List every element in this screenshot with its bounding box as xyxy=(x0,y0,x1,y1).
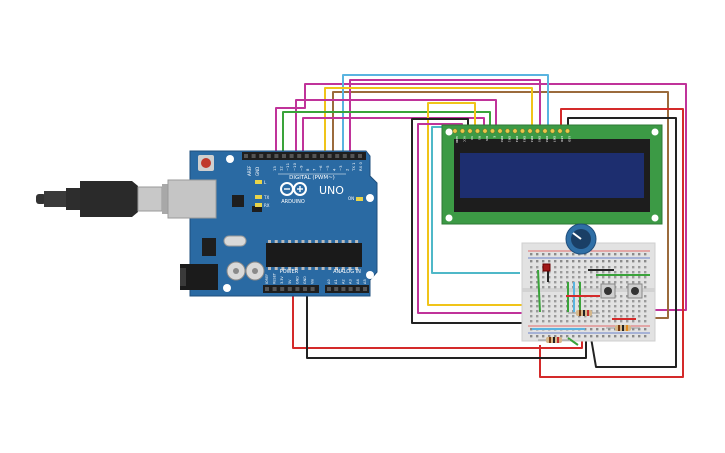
wire-black-gnd xyxy=(306,290,587,359)
digital-pin-label: RX 0 xyxy=(358,162,363,171)
analog-pin-label: A4 xyxy=(356,279,360,284)
wire-green xyxy=(282,111,491,158)
digital-pin-label: ~9 xyxy=(298,165,303,171)
lcd-pin-label: VCC xyxy=(463,136,467,142)
lcd-pin-label: DB3 xyxy=(523,136,527,142)
analog-pin-label: A2 xyxy=(341,279,345,284)
usb-cable xyxy=(36,181,168,217)
wire-magenta-mid xyxy=(295,99,497,158)
lcd-pin-label: DB4 xyxy=(530,136,534,142)
uno-label: UNO xyxy=(319,184,344,197)
resistor-1 xyxy=(568,310,600,316)
analog-header xyxy=(325,285,369,293)
wire-magenta-outer xyxy=(275,83,687,311)
power-label: POWER xyxy=(280,269,299,275)
digital-pin-label: ~10 xyxy=(292,162,297,171)
analog-pin-label: A5 xyxy=(363,279,367,284)
digital-pin-label: 4 xyxy=(331,168,336,171)
potentiometer-knob[interactable] xyxy=(565,223,597,255)
lcd-pin-label: RS xyxy=(478,136,482,140)
digital-pin-label: 7 xyxy=(312,168,317,171)
power-jack xyxy=(180,264,218,290)
wire-yellow-left xyxy=(427,102,540,306)
analog-pin-label: A0 xyxy=(327,279,331,284)
analog-pin-label: A3 xyxy=(349,279,353,284)
wire-red-right xyxy=(539,108,684,378)
analog-pin-label: A1 xyxy=(334,279,338,284)
wire-magenta-short xyxy=(302,117,485,158)
digital-pin-label: 2 xyxy=(345,168,350,171)
digital-pin-label: ~6 xyxy=(318,165,323,171)
arduino-logo-text: ARDUINO xyxy=(281,199,305,205)
power-pin-label: 3.3V xyxy=(280,276,284,284)
power-pin-label: Vin xyxy=(311,279,315,284)
lcd-pin-label: DB0 xyxy=(500,136,504,142)
l-label: L xyxy=(264,180,267,185)
digital-header xyxy=(242,152,366,160)
rx-label: RX xyxy=(264,203,270,208)
digital-pin-label: ~3 xyxy=(338,165,343,171)
digital-pin-label: TX 1 xyxy=(351,162,356,172)
power-pin-label: 5V xyxy=(288,279,292,284)
wire-yellow-top xyxy=(324,87,533,158)
lcd-pin-label: V0 xyxy=(470,136,474,140)
wire-black-right xyxy=(567,117,677,368)
lcd-pin-label: GND xyxy=(455,136,459,144)
wire-black-left xyxy=(411,118,530,324)
digital-label: DIGITAL (PWM~) xyxy=(289,175,335,181)
lcd-pin-label: RW xyxy=(485,136,489,141)
usb-port xyxy=(167,179,217,219)
lcd-pin-label: DB7 xyxy=(553,136,557,142)
lcd-pin-label: E xyxy=(493,136,497,138)
wire-blue-top xyxy=(342,74,549,158)
digital-pin-label: 8 xyxy=(305,168,310,171)
resistor-2 xyxy=(606,325,640,331)
push-button-2[interactable] xyxy=(627,283,643,299)
wire-red-5v xyxy=(292,290,583,349)
lcd-pin-label: LED xyxy=(568,136,572,143)
power-pin-label: IOREF xyxy=(265,274,269,284)
red-led xyxy=(542,263,551,272)
digital-pin-label: 13 xyxy=(272,166,277,171)
aref-label: AREF xyxy=(247,165,252,176)
lcd-pin-label: DB2 xyxy=(515,136,519,142)
lcd-pin-label: DB6 xyxy=(545,136,549,142)
resistor-3 xyxy=(538,337,570,343)
on-label: ON xyxy=(348,196,354,201)
arduino-logo-icon xyxy=(280,182,307,196)
lcd-pin-label: DB5 xyxy=(538,136,542,142)
analog-label: ANALOG IN xyxy=(333,269,361,275)
digital-pin-label: ~5 xyxy=(325,165,330,171)
power-pin-label: GND xyxy=(295,276,299,284)
lcd-pin-label: DB1 xyxy=(508,136,512,142)
atmega-chip xyxy=(266,243,362,267)
tx-label: TX xyxy=(263,195,269,200)
reset-button[interactable] xyxy=(201,158,211,168)
power-pin-label: GND xyxy=(303,276,307,284)
digital-pin-label: ~11 xyxy=(285,162,290,171)
lcd-screen xyxy=(460,153,644,198)
breadboard xyxy=(521,223,656,346)
gnd-label-top: GND xyxy=(255,167,260,176)
wire-brown xyxy=(332,91,669,319)
digital-pin-label: 12 xyxy=(279,166,284,171)
push-button-1[interactable] xyxy=(600,283,616,299)
lcd-pin-label: LED xyxy=(560,136,564,143)
power-pin-label: RESET xyxy=(273,272,277,284)
